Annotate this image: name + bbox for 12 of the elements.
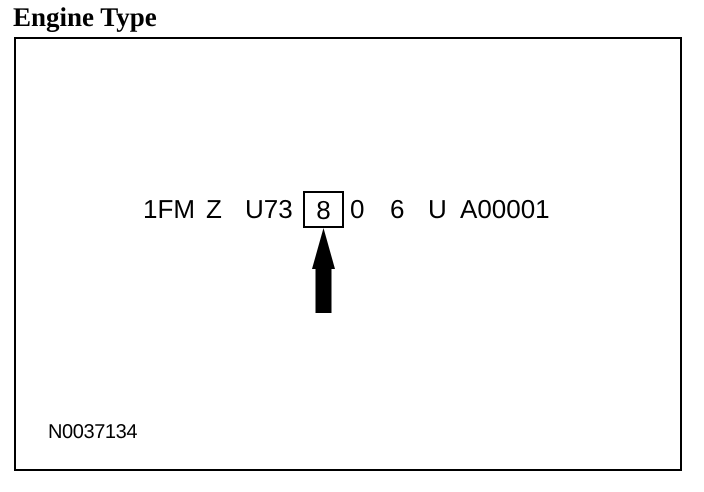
vin-code-text: A00001	[460, 196, 550, 222]
vin-code-text: 0	[350, 196, 364, 222]
vin-code-text: 1FM	[143, 196, 195, 222]
arrow	[312, 228, 335, 313]
vin-code-text: 6	[390, 196, 404, 222]
highlight-box	[303, 191, 344, 228]
figure-number: N0037134	[48, 422, 138, 442]
frame-heading: Engine Type	[13, 4, 157, 31]
vin-code-text: 8	[316, 196, 331, 222]
vin-code-text: U73	[245, 196, 293, 222]
vin-code-text: U	[428, 196, 447, 222]
vin-code-text: Z	[206, 196, 222, 222]
